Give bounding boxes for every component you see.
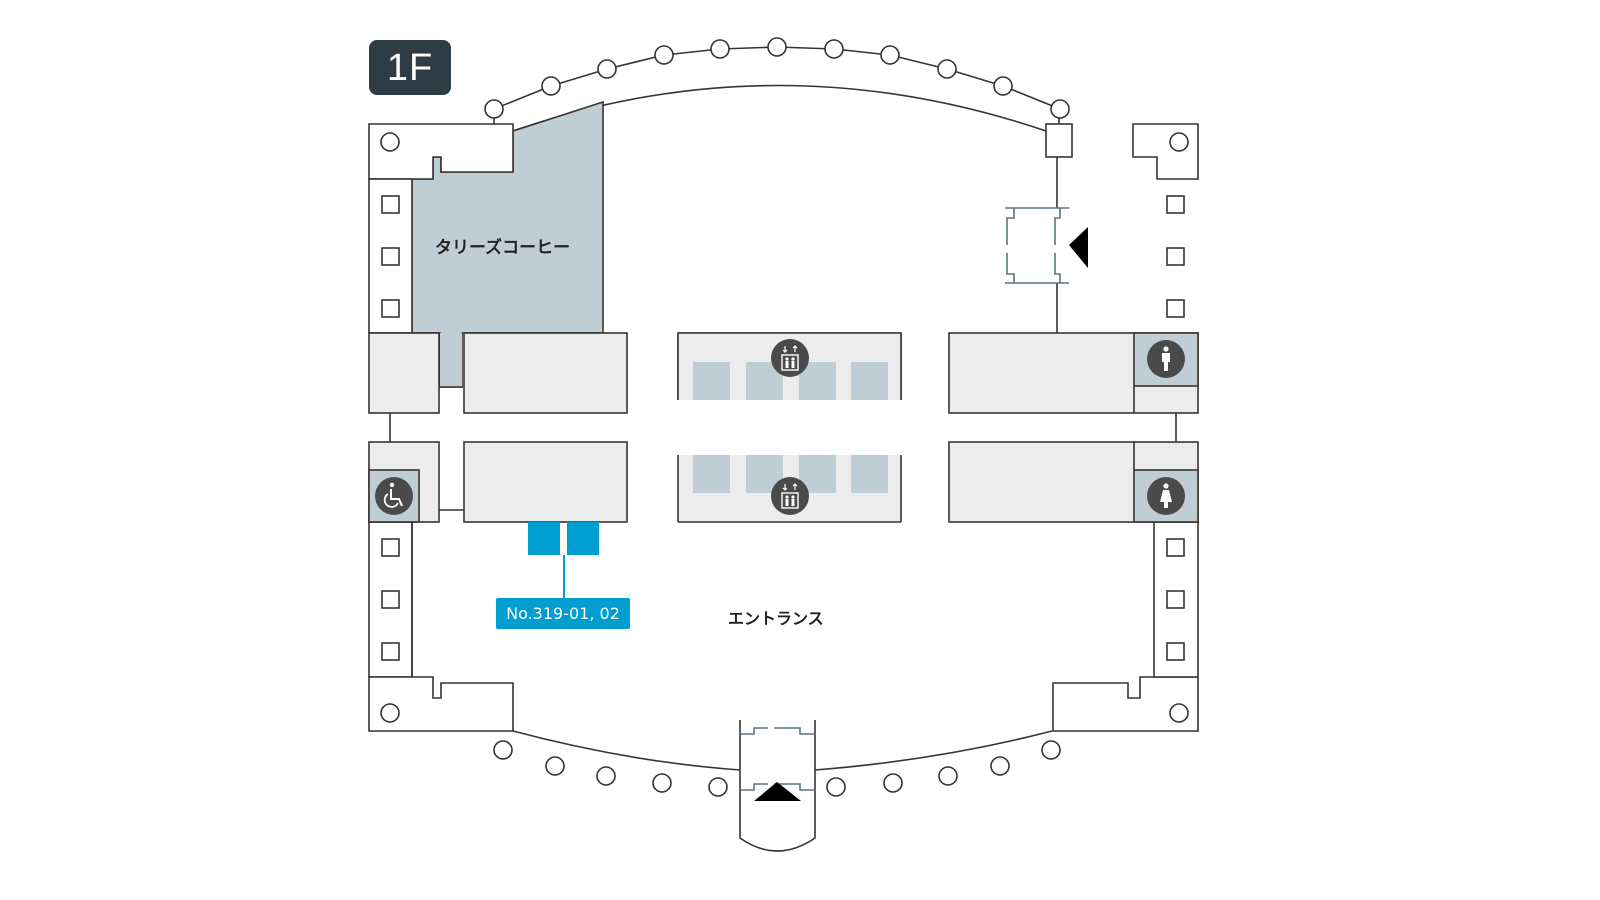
cafe-label: タリーズコーヒー	[435, 238, 571, 258]
corner-block-top-right	[1132, 123, 1199, 180]
pillars	[381, 195, 1185, 661]
room-west-upper	[463, 332, 628, 414]
booth-tag[interactable]: No.319-01, 02	[496, 598, 630, 629]
mens-restroom-icon	[1147, 340, 1185, 378]
floor-badge: 1F	[369, 40, 451, 95]
room-west-lower	[463, 441, 628, 523]
side-entrance-arrow-icon	[1069, 227, 1088, 268]
wheelchair-icon	[375, 477, 413, 515]
womens-restroom-icon	[1147, 477, 1185, 515]
corner-block-bottom-right	[1052, 676, 1199, 732]
side-entrance-door	[1005, 207, 1069, 284]
elevator-icon	[771, 339, 809, 377]
main-entrance-arrow-icon	[754, 782, 801, 801]
elevator-icon	[771, 477, 809, 515]
room-left-upper	[368, 332, 440, 414]
bottom-arc-wall-left	[512, 730, 741, 771]
columns	[380, 37, 1189, 797]
entrance-label: エントランス	[728, 609, 824, 628]
booth-319[interactable]	[528, 522, 599, 598]
bottom-arc-wall-right	[814, 730, 1053, 771]
corner-block-bottom-left	[368, 676, 514, 732]
pillar-right-top	[1045, 123, 1073, 158]
